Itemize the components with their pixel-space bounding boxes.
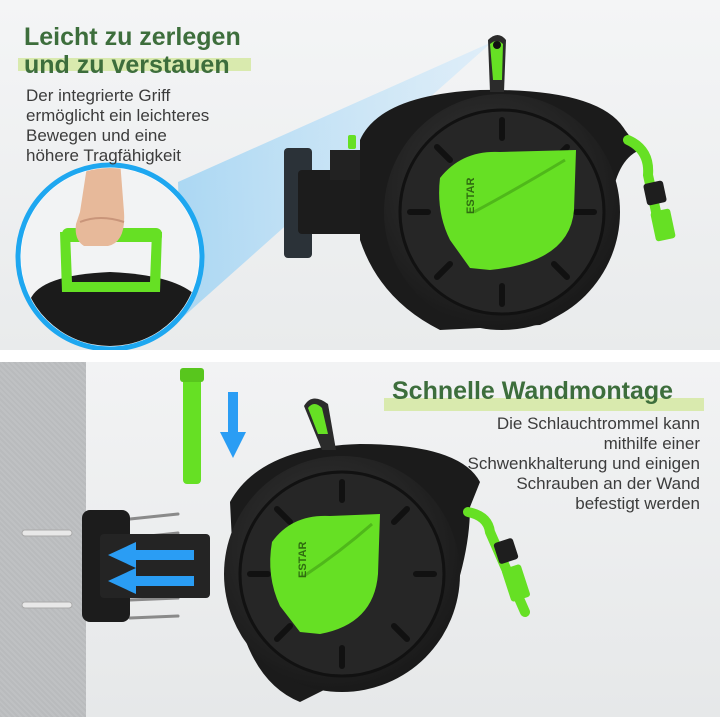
bottom-illustration: ESTAR [21, 368, 530, 702]
wall-section [0, 362, 86, 717]
headline-top-line2: und zu verstauen [24, 51, 230, 79]
hose [463, 507, 530, 617]
description-bottom-line: Schrauben an der Wand [516, 474, 700, 493]
description-bottom-line: befestigt werden [575, 494, 700, 513]
hose-piece [180, 368, 204, 484]
wall-anchors [21, 529, 73, 609]
headline-highlight [384, 398, 704, 411]
bottom-panel: ESTAR Schnelle Wandmontage Die Schlaucht… [0, 362, 720, 717]
headline-highlight [18, 58, 251, 71]
description-bottom-line: mithilfe einer [603, 434, 700, 453]
description-bottom-line: Die Schlauchtrommel kann [496, 414, 700, 433]
description-top-line: Der integrierte Griff [26, 86, 171, 105]
description-top-line: ermöglicht ein leichteres [26, 106, 210, 125]
headline-top-line1: Leicht zu zerlegen [24, 23, 241, 51]
description-top-line: höhere Tragfähigkeit [26, 146, 181, 165]
screw-icon [128, 512, 180, 620]
leaf-cover [439, 150, 576, 270]
swivel-bracket [100, 534, 210, 598]
spray-nozzle [502, 564, 530, 602]
hose [623, 135, 665, 235]
hose-connector [348, 135, 356, 149]
top-illustration: ESTAR [15, 35, 676, 350]
headline-bottom: Schnelle Wandmontage [392, 377, 674, 405]
top-panel: ESTAR Leicht zu zerlegen und zu verstaue [0, 0, 720, 350]
brand-logo: ESTAR [465, 177, 477, 214]
description-bottom-line: Schwenkhalterung und einigen [467, 454, 700, 473]
description-bottom: Die Schlauchtrommel kann mithilfe einer … [467, 414, 700, 514]
spray-nozzle [650, 208, 676, 242]
leaf-cover [270, 514, 380, 634]
brand-logo: ESTAR [297, 541, 309, 578]
swivel-bracket [298, 170, 378, 234]
arrow-down-icon [220, 392, 246, 458]
arrow-left-icon [108, 542, 194, 594]
description-top: Der integrierte Griff ermöglicht ein lei… [26, 86, 209, 166]
description-top-line: Bewegen und eine [26, 126, 167, 145]
